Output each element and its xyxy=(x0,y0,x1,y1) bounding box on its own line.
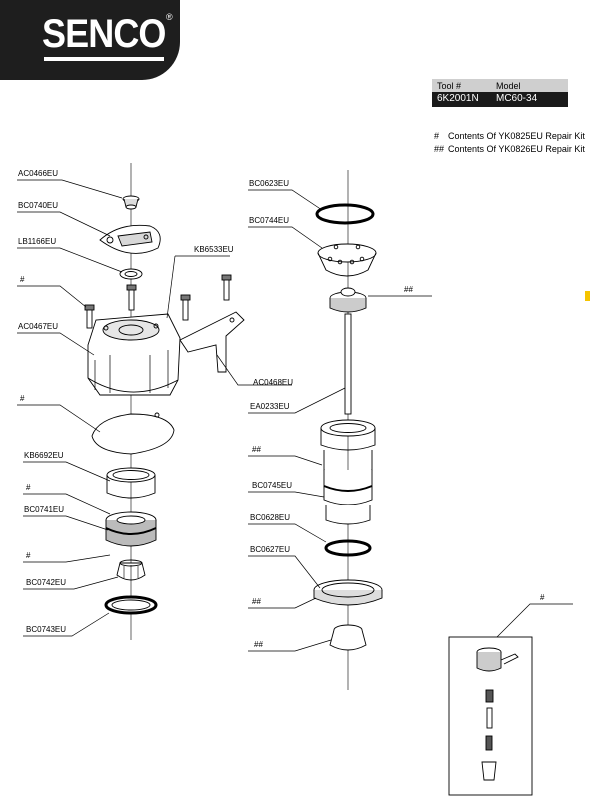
repair-kit-legend: # Contents Of YK0825EU Repair Kit ##Conte… xyxy=(434,130,585,156)
callout-bc0743eu: BC0743EU xyxy=(26,625,67,634)
washer-part xyxy=(119,268,143,280)
callout-ea0233eu: EA0233EU xyxy=(250,402,290,411)
callout-ac0468eu: AC0468EU xyxy=(253,378,294,387)
exhaust-cap-part xyxy=(317,243,377,277)
callout-ac0466eu: AC0466EU xyxy=(18,169,59,178)
bumper-bc0627-part xyxy=(313,579,383,606)
oring-bc0628-part xyxy=(324,539,372,557)
gasket-hole xyxy=(154,412,160,418)
yellow-marker xyxy=(585,291,590,301)
callout-bc0745eu: BC0745EU xyxy=(252,481,293,490)
piston-top-part xyxy=(329,287,367,313)
inset-valve-assembly xyxy=(476,647,519,781)
bracket-part xyxy=(179,311,245,373)
callout-bc0628eu: BC0628EU xyxy=(250,513,291,522)
model-value: MC60-34 xyxy=(496,93,538,104)
callout-hh-bumper: ## xyxy=(252,597,261,606)
callout-bc0740eu: BC0740EU xyxy=(18,201,59,210)
screw-parts xyxy=(84,274,232,329)
tool-number: 6K2001N xyxy=(437,93,479,104)
callout-kb6533eu: KB6533EU xyxy=(194,245,234,254)
callout-bc0742eu: BC0742EU xyxy=(26,578,67,587)
cap-part xyxy=(122,195,140,210)
registered-mark: ® xyxy=(166,12,173,22)
legend-item: # Contents Of YK0825EU Repair Kit xyxy=(434,130,585,143)
bottom-ring-part xyxy=(104,595,158,615)
callout-bc0744eu: BC0744EU xyxy=(249,216,290,225)
legend-text: Contents Of YK0825EU Repair Kit xyxy=(448,131,585,141)
cylinder-part xyxy=(320,419,376,525)
callout-hh-piston-top: ## xyxy=(404,285,413,294)
callout-bc0741eu: BC0741EU xyxy=(24,505,65,514)
oring-bc0623-part xyxy=(315,203,375,225)
head-housing-part xyxy=(87,313,181,396)
top-plate-part xyxy=(99,224,161,254)
callout-hash-valve: # xyxy=(540,593,545,602)
senco-logo: SENCO ® xyxy=(0,0,180,80)
model-header: Model xyxy=(496,81,521,91)
callout-hash-ring: # xyxy=(26,483,31,492)
valve-part xyxy=(116,559,146,581)
tool-model-table: Tool # Model 6K2001N MC60-34 xyxy=(432,79,568,107)
callout-bc0623eu: BC0623EU xyxy=(249,179,290,188)
logo-underline xyxy=(44,57,164,61)
callout-hash-oring: # xyxy=(26,551,31,560)
callout-lb1166eu: LB1166EU xyxy=(18,237,57,246)
driver-blade-part xyxy=(344,313,352,415)
callout-kb6692eu: KB6692EU xyxy=(24,451,64,460)
legend-mark: # xyxy=(434,131,440,141)
leader-lines xyxy=(17,179,573,652)
gasket-part xyxy=(91,413,175,455)
callout-hh-cylinder: ## xyxy=(252,445,261,454)
driver-base-part xyxy=(329,624,367,651)
callout-hash-screws: # xyxy=(20,275,25,284)
legend-mark: ## xyxy=(434,144,445,154)
table-header: Tool # Model xyxy=(432,79,568,92)
tool-header: Tool # xyxy=(437,81,462,91)
callout-ac0467eu: AC0467EU xyxy=(18,322,59,331)
legend-text: Contents Of YK0826EU Repair Kit xyxy=(448,144,585,154)
callout-hh-driver-base: ## xyxy=(254,640,263,649)
legend-item: ##Contents Of YK0826EU Repair Kit xyxy=(434,143,585,156)
seal-ring-part xyxy=(106,467,156,499)
logo-text: SENCO xyxy=(42,12,166,56)
callout-bc0627eu: BC0627EU xyxy=(250,545,291,554)
callout-hash-gasket: # xyxy=(20,394,25,403)
table-row: 6K2001N MC60-34 xyxy=(432,92,568,107)
piston-part xyxy=(105,511,157,547)
